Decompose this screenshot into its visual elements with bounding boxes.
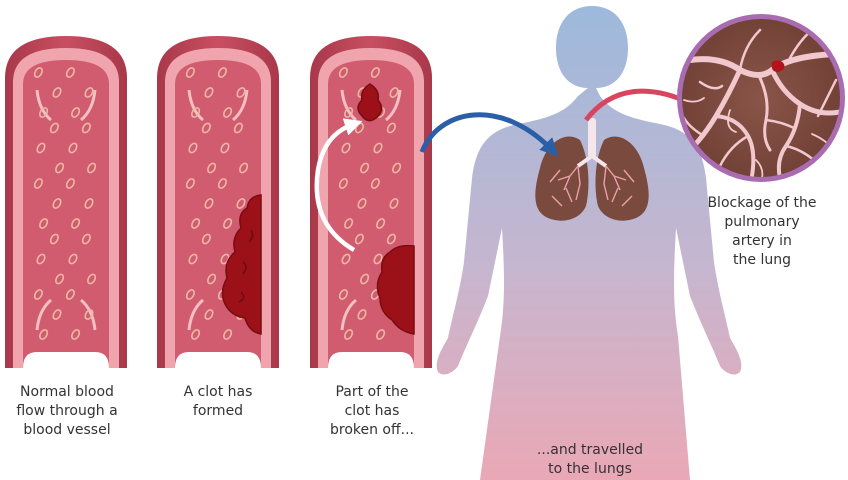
caption-broken-off: Part of the clot has broken off... <box>316 383 428 440</box>
caption-travelled: ...and travelled to the lungs <box>530 441 650 479</box>
vessel-clot-formed <box>157 36 279 368</box>
magnified-lung-view <box>677 14 845 182</box>
caption-clot-formed: A clot has formed <box>162 383 274 421</box>
caption-blockage: Blockage of the pulmonary artery in the … <box>696 194 828 270</box>
vessel-normal <box>5 36 127 368</box>
caption-normal: Normal blood flow through a blood vessel <box>3 383 131 440</box>
vessel-clot-broken-off <box>310 36 432 368</box>
